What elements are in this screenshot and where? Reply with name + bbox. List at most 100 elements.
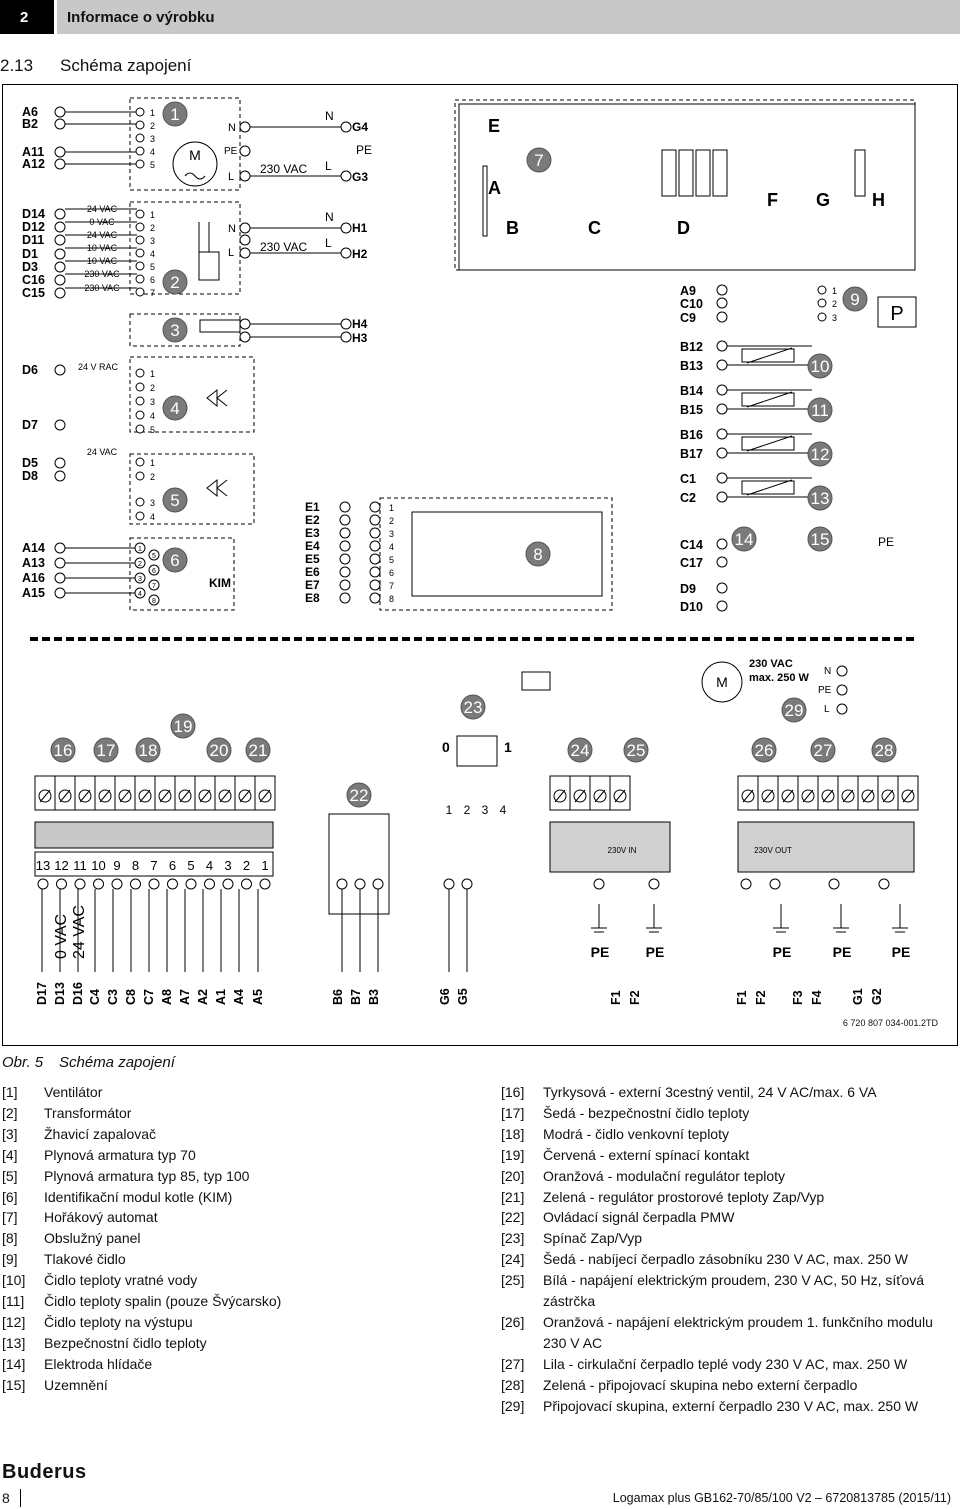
terminal-circle xyxy=(716,582,728,594)
terminal-circle xyxy=(340,331,352,343)
screw-slot xyxy=(554,789,566,803)
bottom-terminal: C3 xyxy=(106,989,120,1005)
callout-number: 27 xyxy=(814,741,833,760)
callout-badge xyxy=(525,541,551,567)
terminal-circle xyxy=(716,447,728,459)
legend-key: [28] xyxy=(501,1376,525,1393)
legend-key: [9] xyxy=(2,1251,18,1268)
terminal-circle xyxy=(369,527,381,539)
legend-item: [5]Plynová armatura typ 85, typ 100 xyxy=(2,1166,442,1187)
terminal-circle xyxy=(135,274,145,284)
bottom-terminal: D13 xyxy=(53,982,67,1005)
terminal-circle xyxy=(135,159,145,169)
pressure-sensor-icon xyxy=(877,296,917,328)
legend-key: [10] xyxy=(2,1272,26,1289)
board-letter: F xyxy=(767,190,778,210)
callout-number: 17 xyxy=(97,741,116,760)
screw-slot xyxy=(842,789,854,803)
pin-number: 2 xyxy=(150,121,155,131)
pin-number: 1 xyxy=(150,210,155,220)
legend-text: Čidlo teploty spalin (pouze Švýcarsko) xyxy=(44,1293,282,1310)
inout-label: 230V OUT xyxy=(754,846,792,855)
terminal-circle xyxy=(716,491,728,503)
pin-number: 2 xyxy=(150,383,155,393)
legend-item: [3]Žhavicí zapalovač xyxy=(2,1124,442,1145)
chapter-number: 2 xyxy=(0,0,54,34)
terminal-label: D11 xyxy=(22,233,44,247)
callout-number: 25 xyxy=(627,741,646,760)
pin-number: 2 xyxy=(832,299,837,309)
legend-key: [6] xyxy=(2,1188,18,1205)
terminal-circle xyxy=(135,287,145,297)
callout-badge xyxy=(842,286,868,312)
screw-slot xyxy=(259,789,271,803)
legend-item: [24]Šedá - nabíjecí čerpadlo zásobníku 2… xyxy=(501,1249,946,1270)
callout-number: 26 xyxy=(755,741,774,760)
voltage-label: 230 VAC xyxy=(260,240,307,254)
terminal-label: D6 xyxy=(22,363,38,377)
legend-text: Hořákový automat xyxy=(44,1209,158,1226)
legend-item: [27]Lila - cirkulační čerpadlo teplé vod… xyxy=(501,1354,946,1375)
legend-item: [17]Šedá - bezpečnostní čidlo teploty xyxy=(501,1103,946,1124)
terminal-circle xyxy=(56,878,67,890)
transformer-wire xyxy=(198,251,220,281)
relay-block xyxy=(712,149,728,197)
bottom-terminal: F2 xyxy=(754,990,768,1005)
callout-number: 6 xyxy=(170,551,179,570)
pin-number: 6 xyxy=(150,275,155,285)
strip-number: 11 xyxy=(73,858,87,873)
terminal-circle xyxy=(239,318,251,330)
terminal-label: N xyxy=(228,223,236,235)
legend-text: Šedá - bezpečnostní čidlo teploty xyxy=(543,1104,750,1121)
legend-item: [2]Transformátor xyxy=(2,1103,442,1124)
pump-icon xyxy=(701,661,743,703)
terminal-circle xyxy=(135,235,145,245)
plug-icon xyxy=(521,671,551,691)
sensor-icon xyxy=(741,480,795,495)
terminal-circle xyxy=(716,556,728,568)
callout-number: 10 xyxy=(811,357,830,376)
callout-badge xyxy=(135,737,161,763)
legend-key: [16] xyxy=(501,1084,525,1100)
callout-number: 15 xyxy=(811,530,830,549)
terminal-circle xyxy=(817,312,827,322)
legend-text: Ovládací signál čerpadla PMW xyxy=(543,1209,735,1226)
callout-number: 23 xyxy=(464,698,483,717)
relay-block xyxy=(661,149,677,197)
terminal-circle xyxy=(339,527,351,539)
relay-block xyxy=(695,149,711,197)
callout-badge xyxy=(807,353,833,379)
terminal-circle xyxy=(740,878,752,890)
terminal-circle xyxy=(340,222,352,234)
strip-number: 13 xyxy=(36,858,50,873)
bottom-terminal: G6 xyxy=(438,988,452,1005)
terminal-circle xyxy=(259,878,271,890)
terminal-circle xyxy=(135,396,145,406)
terminal-circle xyxy=(443,878,455,890)
terminal-circle xyxy=(135,222,145,232)
callout-number: 11 xyxy=(811,401,829,420)
terminal-label: H3 xyxy=(352,331,368,345)
legend-key: [4] xyxy=(2,1146,18,1163)
terminal-label: D1 xyxy=(22,247,38,261)
ntc-diagonal xyxy=(746,347,793,364)
callout-badge xyxy=(526,147,552,173)
switch-label: 0 xyxy=(442,739,450,755)
terminal-circle xyxy=(135,410,145,420)
strip-number: 12 xyxy=(54,858,68,873)
legend-item: [18]Modrá - čidlo venkovní teploty xyxy=(501,1124,946,1145)
terminal-label: D12 xyxy=(22,220,45,234)
callout-badge xyxy=(567,737,593,763)
terminal-circle xyxy=(239,170,251,182)
pin-number: 1 xyxy=(150,369,155,379)
terminal-circle xyxy=(135,368,145,378)
legend-key: [14] xyxy=(2,1355,26,1372)
terminal-circle xyxy=(340,318,352,330)
icon-row-right2 xyxy=(737,821,915,873)
terminal-circle xyxy=(836,684,848,696)
board-letter: B xyxy=(506,218,519,238)
legend-text: Identifikační modul kotle (KIM) xyxy=(44,1188,233,1205)
terminal-circle xyxy=(54,364,66,376)
terminal-circle xyxy=(716,297,728,309)
panel-connector xyxy=(379,497,613,611)
